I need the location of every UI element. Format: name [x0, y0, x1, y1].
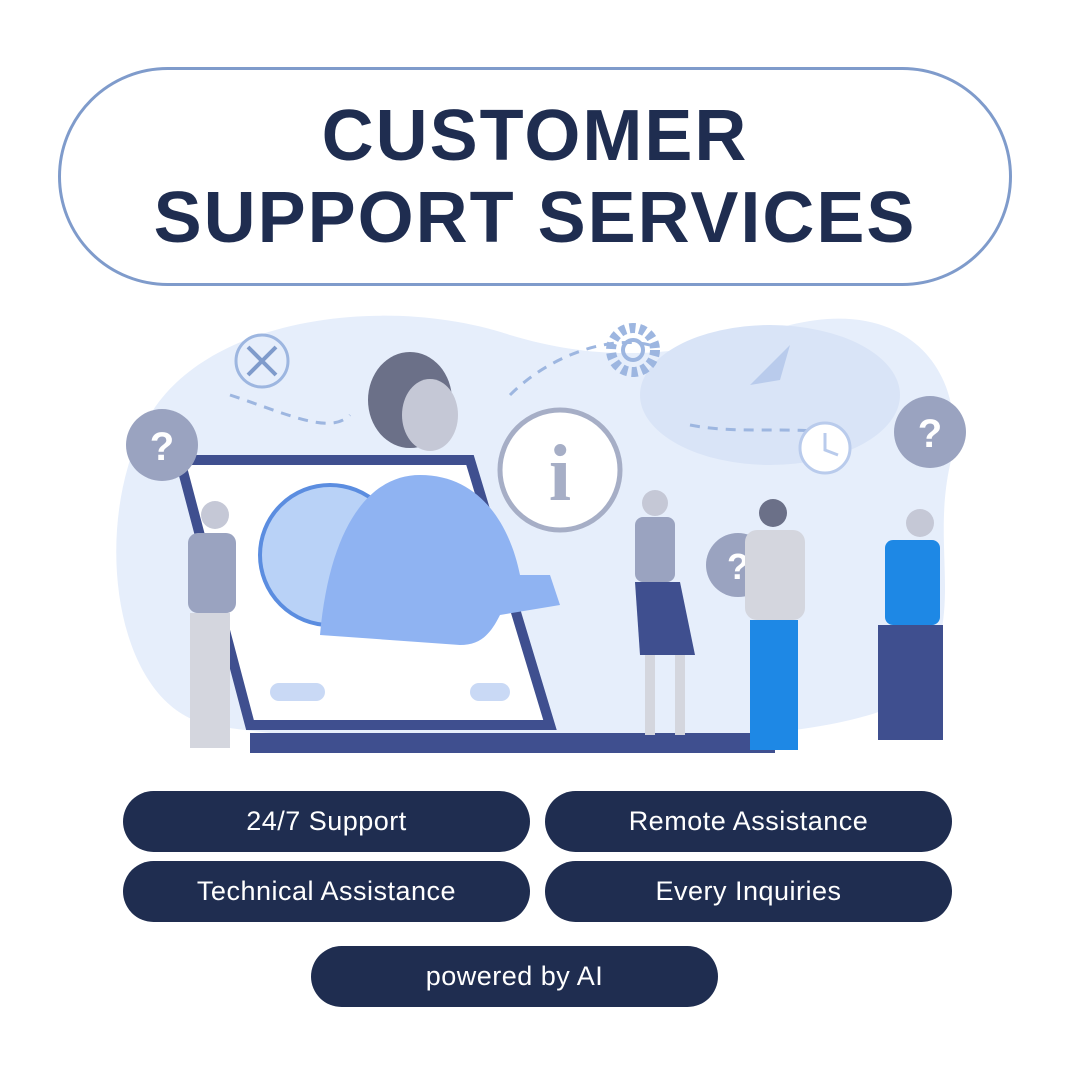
person-left	[188, 501, 236, 748]
question-mark: ?	[150, 425, 174, 469]
feature-pill-technical-assistance: Technical Assistance	[123, 861, 530, 922]
question-mark: ?	[918, 412, 942, 456]
clock-icon	[798, 421, 852, 475]
cloud-blob	[640, 325, 900, 465]
laptop-base	[250, 733, 775, 753]
feature-pill-24-7-support: 24/7 Support	[123, 791, 530, 852]
title-banner: CUSTOMER SUPPORT SERVICES	[58, 67, 1012, 286]
gear-icon	[606, 323, 660, 377]
feature-pill-every-inquiries: Every Inquiries	[545, 861, 952, 922]
title-line-1: CUSTOMER	[321, 95, 749, 176]
powered-by-ai-pill: powered by AI	[311, 946, 718, 1007]
question-bubble-right	[894, 396, 966, 468]
info-bubble	[497, 407, 623, 533]
info-symbol: i	[549, 430, 571, 518]
question-mark: ?	[727, 546, 749, 587]
customer-support-illustration: i ? ? ?	[116, 315, 966, 753]
person-woman-skirt	[635, 490, 695, 735]
paper-plane-icon	[750, 345, 790, 385]
feature-pill-remote-assistance: Remote Assistance	[545, 791, 952, 852]
question-bubble-left	[126, 409, 198, 481]
agent-body	[320, 475, 560, 645]
tools-icon	[234, 333, 290, 389]
person-man	[745, 499, 805, 750]
title-line-2: SUPPORT SERVICES	[153, 177, 917, 258]
person-woman-phone	[878, 509, 943, 740]
